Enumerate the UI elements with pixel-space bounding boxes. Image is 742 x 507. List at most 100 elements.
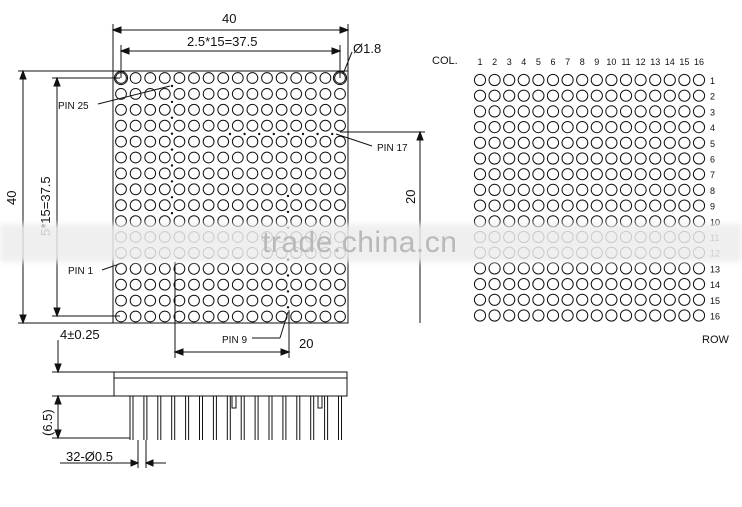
led-hole — [275, 167, 288, 180]
col-number: 6 — [550, 57, 555, 67]
led-hole — [231, 183, 244, 196]
led-hole — [188, 103, 200, 116]
matrix-led — [649, 168, 662, 181]
matrix-led — [532, 105, 545, 118]
matrix-led — [692, 199, 706, 212]
height-dim-label: 40 — [4, 191, 19, 205]
pin-dim-label: 32-Ø0.5 — [66, 449, 113, 464]
col-number: 16 — [694, 57, 704, 67]
led-hole — [188, 278, 200, 291]
led-hole — [231, 199, 244, 212]
matrix-led — [663, 136, 676, 149]
matrix-led — [692, 105, 706, 118]
row-label: ROW — [702, 334, 730, 346]
matrix-led — [692, 136, 706, 149]
matrix-led — [619, 183, 633, 196]
matrix-led — [576, 152, 589, 165]
matrix-led — [619, 89, 633, 102]
led-hole — [202, 167, 215, 180]
matrix-led — [517, 152, 530, 165]
matrix-led — [605, 293, 618, 306]
led-hole — [158, 119, 171, 132]
led-hole — [158, 103, 171, 116]
matrix-led — [561, 168, 574, 181]
led-hole — [231, 88, 244, 100]
led-hole — [129, 183, 142, 196]
led-hole — [158, 72, 171, 84]
col-number: 12 — [636, 57, 646, 67]
led-hole — [173, 294, 186, 307]
led-hole — [290, 294, 303, 307]
led-hole — [217, 167, 230, 180]
led-hole — [202, 72, 215, 84]
led-hole — [319, 183, 332, 196]
led-hole — [173, 103, 186, 116]
pin-dot — [170, 212, 174, 215]
matrix-led — [692, 278, 706, 291]
row-number: 5 — [710, 139, 715, 149]
matrix-led — [546, 89, 560, 102]
matrix-led — [634, 121, 647, 134]
matrix-led — [619, 73, 633, 87]
led-hole — [115, 278, 127, 291]
matrix-led — [590, 89, 603, 102]
led-hole — [290, 262, 303, 275]
led-hole — [158, 294, 171, 307]
matrix-led — [473, 183, 487, 196]
led-hole — [188, 183, 200, 196]
matrix-led — [561, 152, 574, 165]
matrix-led — [590, 152, 603, 165]
pin-dot — [170, 84, 174, 88]
matrix-led — [663, 152, 676, 165]
matrix-led — [590, 73, 603, 87]
pin-dot — [243, 132, 246, 136]
led-hole — [144, 88, 157, 100]
led-hole — [144, 151, 157, 164]
matrix-led — [576, 136, 589, 149]
led-hole — [188, 167, 200, 180]
matrix-led — [605, 278, 618, 291]
matrix-led — [517, 183, 530, 196]
matrix-led — [546, 262, 560, 275]
led-hole — [173, 183, 186, 196]
led-hole — [188, 294, 200, 307]
matrix-led — [561, 199, 574, 212]
led-hole — [217, 135, 230, 148]
row-number: 2 — [710, 92, 715, 102]
matrix-led — [517, 168, 530, 181]
matrix-led — [590, 309, 603, 322]
led-hole — [129, 167, 142, 180]
matrix-led — [503, 262, 516, 275]
led-hole — [158, 167, 171, 180]
led-hole — [275, 278, 288, 291]
matrix-led — [503, 183, 516, 196]
col-number: 11 — [621, 57, 630, 67]
led-hole — [158, 88, 171, 100]
led-hole — [158, 151, 171, 164]
row-number: 16 — [710, 312, 720, 322]
matrix-led — [619, 105, 633, 118]
col-label: COL. — [432, 55, 458, 67]
led-hole — [129, 103, 142, 116]
matrix-led — [473, 136, 487, 149]
matrix-led — [576, 309, 589, 322]
matrix-led — [692, 309, 706, 322]
led-hole — [217, 310, 230, 323]
led-hole — [217, 119, 230, 132]
pin-dot — [258, 132, 261, 136]
pin-dot — [286, 210, 290, 214]
row-number: 13 — [710, 264, 720, 274]
led-hole — [173, 167, 186, 180]
matrix-led — [590, 136, 603, 149]
matrix-led — [663, 262, 676, 275]
matrix-led — [546, 73, 560, 87]
led-hole — [304, 135, 317, 148]
led-hole — [217, 262, 230, 275]
led-hole — [217, 278, 230, 291]
pin-dot — [228, 132, 232, 136]
led-hole — [290, 310, 303, 323]
row-number: 10 — [710, 217, 720, 227]
led-hole — [144, 167, 157, 180]
matrix-led — [619, 136, 633, 149]
